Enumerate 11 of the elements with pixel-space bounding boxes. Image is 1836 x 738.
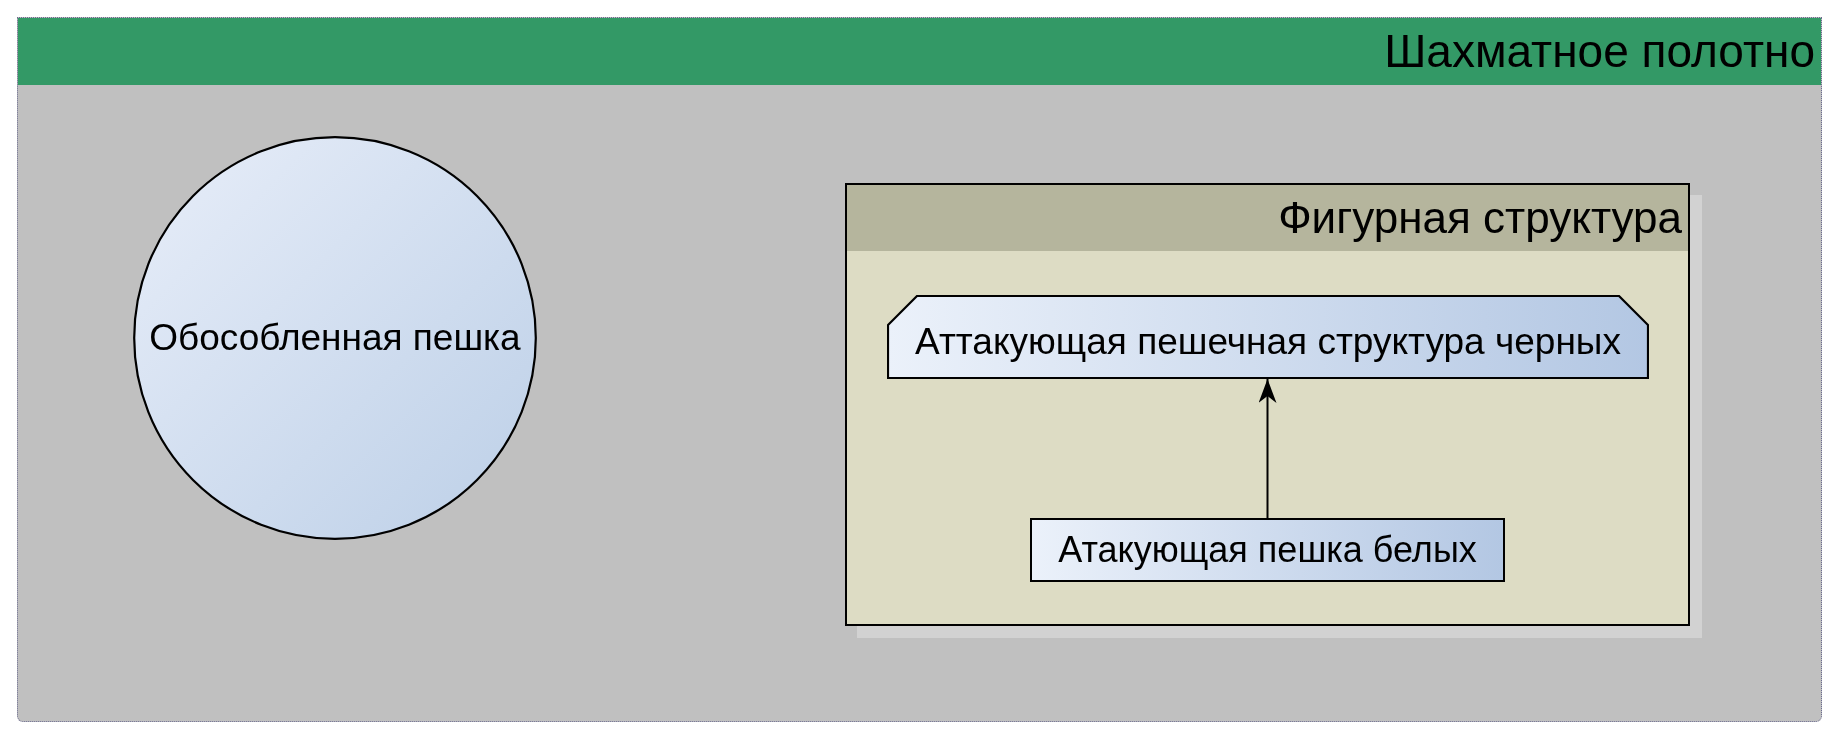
node-label: Аттакующая пешечная структура черных (915, 321, 1621, 363)
chamfered-box (887, 295, 1649, 379)
process-box (1030, 518, 1505, 582)
panel-title: Шахматное полотно (1384, 26, 1815, 77)
node-label: Обособленная пешка (149, 317, 521, 359)
circle-node (133, 136, 537, 540)
arrow (1258, 378, 1277, 519)
node-label: Атакующая пешка белых (1058, 530, 1477, 570)
frame-panel (845, 183, 1690, 626)
frame-title: Фигурная структура (1278, 193, 1682, 243)
canvas-panel (17, 17, 1822, 722)
